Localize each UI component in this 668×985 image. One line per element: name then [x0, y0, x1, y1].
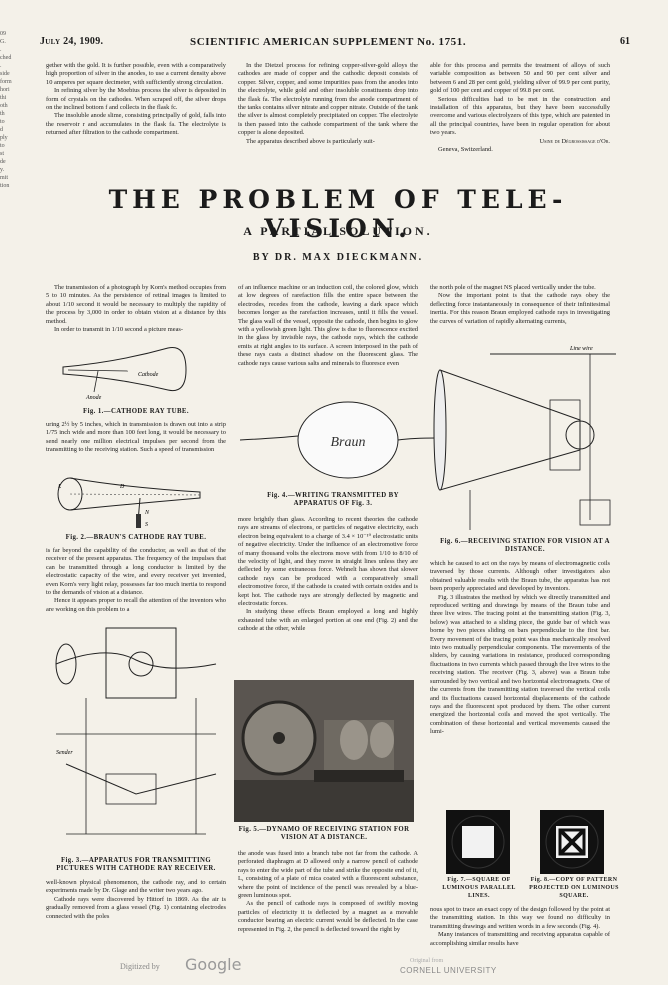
figure-7-luminous-lines [446, 810, 510, 874]
paragraph: gether with the gold. It is further poss… [46, 62, 226, 86]
running-header: July 24, 1909. SCIENTIFIC AMERICAN SUPPL… [40, 36, 640, 50]
fig1-label-cathode: Cathode [138, 372, 159, 378]
gutter-fragment: . [0, 63, 2, 69]
gutter-fragment: to [0, 143, 5, 149]
figure-1-cathode-ray-tube: Cathode Anode [62, 346, 187, 401]
caption-fig-8: Fig. 8.—COPY OF PATTERN PROJECTED ON LUM… [529, 877, 619, 899]
body-column-1b: uring 2½ by 5 inches, which in transmiss… [46, 421, 226, 455]
article-subtitle: A PARTIAL SOLUTION. [243, 224, 433, 238]
caption-fig-7: Fig. 7.—SQUARE OF LUMINOUS PARALLEL LINE… [442, 877, 516, 899]
body-column-3a: the north pole of the magnet NS placed v… [430, 284, 610, 326]
gutter-fragment: hori [0, 87, 10, 93]
gutter-fragment: thi [0, 95, 7, 101]
paragraph: the anode was fused into a branch tube n… [238, 850, 418, 900]
fig2-label-n: N [144, 510, 150, 516]
figure-4-writing-transmitted: Braun [239, 401, 437, 479]
paragraph: In order to transmit in 1/10 second a pi… [54, 326, 184, 334]
gutter-fragment: st [0, 151, 5, 157]
paragraph: Cathode rays were discovered by Hittorf … [46, 895, 226, 920]
paragraph: The insoluble anode slime, consisting pr… [46, 112, 226, 137]
gutter-fragment: y. [0, 167, 5, 173]
article-title: THE PROBLEM OF TELE-VISION. [108, 185, 568, 243]
article-byline: BY DR. MAX DIECKMANN. [252, 252, 424, 263]
body-column-2c: the anode was fused into a branch tube n… [238, 850, 418, 934]
fig6-label-line-wire: Line wire [569, 346, 593, 352]
top-column-1: gether with the gold. It is further poss… [46, 62, 226, 138]
figure-8-pattern-copy [540, 810, 604, 874]
gutter-fragment: 09 [0, 31, 6, 37]
body-column-3c: nous spot to trace an exact copy of the … [430, 906, 610, 948]
body-column-2a: of an influence machine or an induction … [238, 284, 418, 368]
caption-fig-3: Fig. 3.—APPARATUS FOR TRANSMITTING PICTU… [56, 857, 216, 872]
fig4-handwriting: Braun [331, 435, 366, 450]
header-journal: SCIENTIFIC AMERICAN SUPPLEMENT No. 1751. [190, 36, 467, 48]
header-page-number: 61 [620, 36, 630, 47]
body-column-3b: which he caused to act on the rays by me… [430, 560, 610, 737]
gutter-fragment: to [0, 119, 5, 125]
fig3-label-sender: Sender [56, 750, 73, 756]
paragraph: Many instances of transmitting and recei… [430, 931, 610, 947]
paragraph: The apparatus described above is particu… [246, 137, 375, 145]
signature: Usine de Dégrossissage d'Or. [539, 137, 610, 145]
fig2-label-l: L [57, 484, 62, 490]
paragraph: Now the important point is that the cath… [430, 292, 610, 325]
paragraph: Hence it appears proper to recall the at… [46, 597, 226, 613]
caption-fig-5: Fig. 5.—DYNAMO OF RECEIVING STATION FOR … [238, 826, 410, 841]
paragraph: more brightly than glass. According to r… [238, 516, 418, 608]
place: Geneva, Switzerland. [438, 146, 493, 154]
figure-6-receiving-station: Line wire [433, 346, 616, 530]
paragraph: As the pencil of cathode rays is compose… [238, 900, 418, 933]
paragraph: Serious difficulties had to be met in th… [430, 95, 610, 137]
gutter-fragment: ply [0, 135, 8, 141]
footer-original-from: Original from [410, 958, 444, 964]
fig2-label-d: D [119, 484, 125, 490]
paragraph: of an influence machine or an induction … [238, 284, 418, 367]
caption-fig-6: Fig. 6.—RECEIVING STATION FOR VISION AT … [440, 538, 610, 553]
paragraph: The transmission of a photograph by Korn… [46, 284, 226, 325]
figure-5-dynamo-photo [234, 680, 414, 822]
gutter-fragment: . [0, 47, 2, 53]
paragraph: In the Dietzel process for refining copp… [238, 62, 418, 137]
gutter-fragment: G. [0, 39, 6, 45]
paragraph: nous spot to trace an exact copy of the … [430, 906, 610, 930]
paragraph: In studying these effects Braun employed… [238, 608, 418, 633]
gutter-fragment: th [0, 111, 5, 117]
gutter-fragment: ched [0, 55, 12, 61]
paragraph: well-known physical phenomenon, the cath… [46, 879, 226, 895]
caption-fig-4: Fig. 4.—WRITING TRANSMITTED BY APPARATUS… [267, 492, 399, 507]
paragraph: able for this process and permits the tr… [430, 62, 610, 95]
top-column-3: able for this process and permits the tr… [430, 62, 610, 154]
paragraph: which he caused to act on the rays by me… [430, 560, 610, 593]
footer-google-logo: Google [185, 955, 242, 974]
paragraph: Fig. 3 illustrates the method by which w… [430, 593, 610, 736]
gutter-fragment: tion [0, 183, 10, 189]
fig1-label-anode: Anode [85, 395, 102, 401]
body-column-1a: The transmission of a photograph by Korn… [46, 284, 226, 334]
body-column-1d: well-known physical phenomenon, the cath… [46, 879, 226, 921]
paragraph: In refining silver by the Moebius proces… [46, 87, 226, 112]
body-column-2b: more brightly than glass. According to r… [238, 516, 418, 634]
gutter-fragment: oth [0, 103, 8, 109]
paragraph: uring 2½ by 5 inches, which in transmiss… [46, 421, 226, 454]
gutter-fragment: mit [0, 175, 9, 181]
footer-digitized-label: Digitized by [120, 962, 160, 971]
caption-fig-1: Fig. 1.—CATHODE RAY TUBE. [83, 408, 189, 415]
header-date: July 24, 1909. [40, 36, 104, 47]
gutter-fragment: form [0, 79, 12, 85]
body-column-1c: is far beyond the capability of the cond… [46, 547, 226, 614]
figure-2-braun-tube: L D N S [57, 477, 201, 528]
figure-3-transmitting-apparatus: Sender [55, 627, 217, 835]
paragraph: is far beyond the capability of the cond… [46, 547, 226, 597]
gutter-fragment: d [0, 127, 3, 133]
fig2-label-s: S [145, 522, 148, 528]
gutter-fragment: de [0, 159, 6, 165]
paragraph: the north pole of the magnet NS placed v… [430, 284, 596, 291]
top-column-2: In the Dietzel process for refining copp… [238, 62, 418, 146]
footer-university: CORNELL UNIVERSITY [400, 966, 497, 975]
gutter-fragment: side [0, 71, 10, 77]
caption-fig-2: Fig. 2.—BRAUN'S CATHODE RAY TUBE. [65, 534, 207, 541]
